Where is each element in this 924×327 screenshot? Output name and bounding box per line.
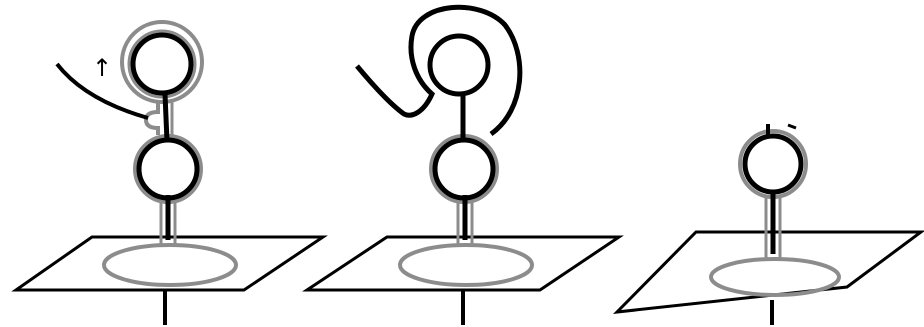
cut-mark-right <box>788 125 796 128</box>
plane-right <box>617 232 921 312</box>
sphere-right <box>745 136 801 192</box>
sphere-outline-middle <box>431 136 497 202</box>
sphere-outline-right <box>740 131 806 197</box>
lower-sphere-left <box>139 140 197 198</box>
panel-left <box>16 22 323 325</box>
link-left <box>165 94 167 141</box>
up-arrow-annotation: ↑ <box>92 56 112 80</box>
loop-strand-middle <box>357 7 520 134</box>
panel-middle <box>307 7 619 325</box>
upper-sphere-inner-outline-left <box>129 31 195 97</box>
sphere-middle <box>435 140 493 198</box>
upper-sphere-left <box>133 35 191 93</box>
upper-sphere-middle <box>430 36 488 94</box>
lower-sphere-outline-left <box>135 136 201 202</box>
panel-right <box>617 124 921 325</box>
